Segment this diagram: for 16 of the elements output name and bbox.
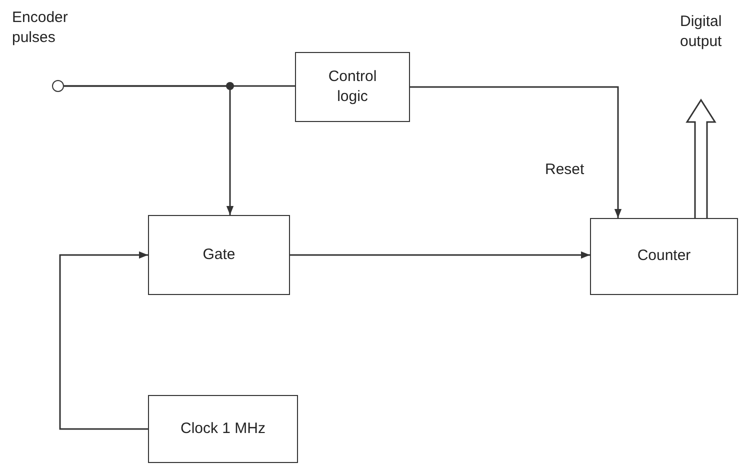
arrow (64, 85, 234, 215)
arrow (410, 86, 622, 218)
block-label: Clock 1 MHz (180, 418, 266, 439)
block-box (148, 395, 298, 463)
arrow (290, 251, 590, 259)
input-label: Encoder pulses (12, 8, 69, 48)
block-label: Gate (202, 244, 236, 265)
block-label: Counter (637, 246, 691, 266)
block-box (590, 218, 738, 295)
block-box (295, 52, 410, 122)
block-box (148, 215, 290, 295)
bus-arrow (686, 98, 716, 219)
output-label: Digital output (680, 12, 723, 52)
circle-terminal (52, 80, 64, 92)
arrow (59, 251, 148, 430)
block-label: Control logic (327, 66, 378, 107)
